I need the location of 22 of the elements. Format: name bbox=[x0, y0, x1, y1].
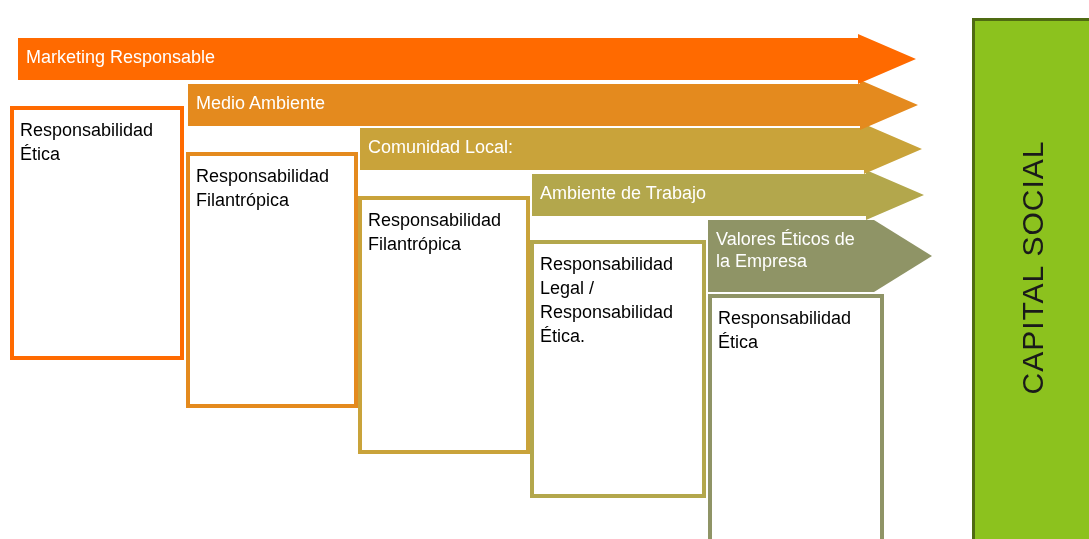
box-text: Responsabilidad Ética bbox=[20, 119, 155, 166]
box-text: Responsabilidad Filantrópica bbox=[196, 165, 331, 212]
arrow-band bbox=[188, 80, 918, 130]
side-panel bbox=[972, 18, 1089, 539]
band-label: Valores Éticos de la Empresa bbox=[716, 228, 856, 272]
box-text: Responsabilidad Ética bbox=[718, 307, 853, 354]
arrow-band bbox=[18, 34, 916, 84]
text-box bbox=[10, 106, 184, 360]
band-label: Marketing Responsable bbox=[26, 46, 216, 68]
arrow-band bbox=[708, 220, 932, 292]
band-label: Comunidad Local: bbox=[368, 136, 514, 158]
text-box bbox=[530, 240, 706, 498]
box-text: Responsabilidad Legal / Responsabilidad Ética. bbox=[540, 253, 675, 348]
panel-title: CAPITAL SOCIAL bbox=[1014, 139, 1050, 395]
box-text: Responsabilidad Filantrópica bbox=[368, 209, 503, 256]
text-box bbox=[708, 294, 884, 539]
text-box bbox=[358, 196, 530, 454]
arrow-band bbox=[360, 124, 922, 174]
band-label: Ambiente de Trabajo bbox=[540, 182, 707, 204]
band-label: Medio Ambiente bbox=[196, 92, 326, 114]
arrow-band bbox=[532, 170, 924, 220]
text-box bbox=[186, 152, 358, 408]
